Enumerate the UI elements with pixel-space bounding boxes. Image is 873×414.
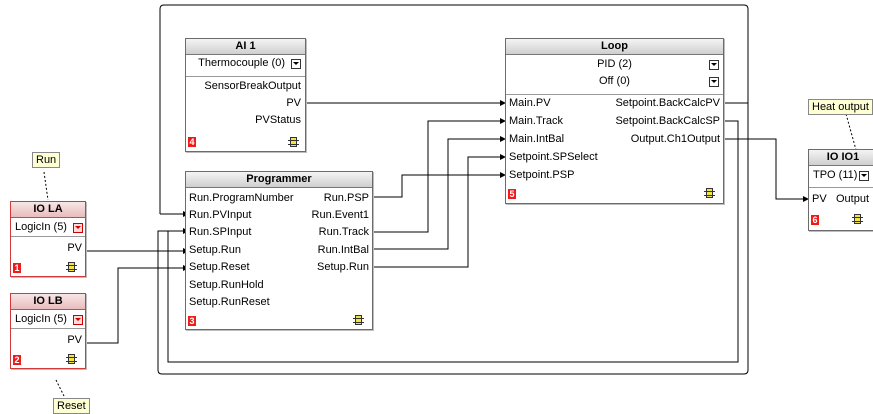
- loop-in-main-pv[interactable]: Main.PV: [509, 97, 551, 109]
- prog-out-intbal[interactable]: Run.IntBal: [317, 244, 369, 256]
- block-ai1[interactable]: AI 1 Thermocouple (0) SensorBreakOutput …: [185, 38, 306, 152]
- loop-in-main-intbal[interactable]: Main.IntBal: [509, 133, 565, 145]
- ai1-out-pvstatus[interactable]: PVStatus: [255, 114, 301, 126]
- iolb-selector-label: LogicIn (5): [15, 313, 67, 325]
- block-number-badge: 6: [811, 215, 819, 225]
- loop-out-backcalcpv[interactable]: Setpoint.BackCalcPV: [615, 97, 720, 109]
- wire-ch1output: [724, 138, 809, 202]
- ioio1-in-pv[interactable]: PV: [812, 193, 827, 205]
- wire-iolb-setupreset: [86, 265, 189, 344]
- prog-in-setup-run[interactable]: Setup.Run: [189, 244, 241, 256]
- prog-out-track[interactable]: Run.Track: [318, 226, 369, 238]
- iolb-title: IO LB: [11, 294, 85, 310]
- iolb-out-pv[interactable]: PV: [67, 334, 82, 346]
- loop-in-main-track[interactable]: Main.Track: [509, 115, 563, 127]
- loop-selector-1-label: PID (2): [597, 58, 632, 70]
- loop-selector-2-label: Off (0): [599, 75, 630, 87]
- note-heat-output[interactable]: Heat output: [808, 99, 873, 115]
- block-programmer[interactable]: Programmer Run.ProgramNumber Run.PVInput…: [185, 171, 373, 330]
- wire-psp: [373, 172, 506, 198]
- wire-backcalcsp: [167, 120, 739, 363]
- block-io-io1[interactable]: IO IO1 TPO (11) PV Output 6: [808, 149, 873, 231]
- wire-spselect: [373, 154, 506, 268]
- prog-out-event1[interactable]: Run.Event1: [311, 209, 369, 221]
- iola-selector-label: LogicIn (5): [15, 221, 67, 233]
- prog-in-spinput[interactable]: Run.SPInput: [189, 226, 252, 238]
- dropdown-arrow-icon[interactable]: [291, 59, 301, 69]
- ai1-out-pv[interactable]: PV: [286, 97, 301, 109]
- iola-title: IO LA: [11, 202, 85, 218]
- dropdown-arrow-icon[interactable]: [73, 315, 83, 325]
- prog-in-pvinput[interactable]: Run.PVInput: [189, 209, 252, 221]
- ioio1-selector-label: TPO (11): [813, 169, 858, 181]
- dropdown-arrow-icon[interactable]: [709, 77, 719, 87]
- wire-feedback-loop: [157, 4, 749, 375]
- programmer-title: Programmer: [186, 172, 372, 188]
- ai1-out-sensorbreak[interactable]: SensorBreakOutput: [204, 80, 301, 92]
- loop-title: Loop: [506, 39, 723, 55]
- ioio1-selector[interactable]: TPO (11): [809, 167, 873, 184]
- module-icon: [353, 315, 364, 325]
- block-number-badge: 3: [188, 316, 196, 326]
- ai1-title: AI 1: [186, 39, 305, 55]
- iolb-selector[interactable]: LogicIn (5): [11, 311, 85, 329]
- module-icon: [704, 188, 715, 198]
- loop-selector-2[interactable]: Off (0): [506, 73, 723, 90]
- prog-out-psp[interactable]: Run.PSP: [323, 192, 369, 204]
- dropdown-arrow-icon[interactable]: [859, 171, 869, 181]
- loop-in-spselect[interactable]: Setpoint.SPSelect: [509, 151, 598, 163]
- block-io-la[interactable]: IO LA LogicIn (5) PV 1: [10, 201, 86, 277]
- block-number-badge: 5: [508, 189, 516, 199]
- module-icon: [66, 262, 77, 272]
- loop-out-ch1output[interactable]: Output.Ch1Output: [630, 133, 720, 145]
- ai1-selector[interactable]: Thermocouple (0): [186, 55, 305, 72]
- module-icon: [288, 137, 299, 147]
- loop-in-psp[interactable]: Setpoint.PSP: [509, 169, 575, 181]
- note-link-run: [43, 171, 49, 201]
- block-number-badge: 4: [188, 137, 196, 147]
- note-reset[interactable]: Reset: [53, 398, 90, 414]
- ai1-selector-label: Thermocouple (0): [198, 57, 285, 69]
- prog-in-programnumber[interactable]: Run.ProgramNumber: [189, 192, 294, 204]
- module-icon: [852, 214, 863, 224]
- wire-track: [373, 118, 506, 233]
- prog-out-setup-run[interactable]: Setup.Run: [317, 261, 369, 273]
- iola-selector[interactable]: LogicIn (5): [11, 219, 85, 237]
- iola-out-pv[interactable]: PV: [67, 242, 82, 254]
- note-link-reset: [55, 379, 65, 397]
- dropdown-arrow-icon[interactable]: [709, 60, 719, 70]
- block-number-badge: 2: [13, 355, 21, 365]
- note-run[interactable]: Run: [32, 152, 61, 168]
- wire-intbal: [373, 136, 506, 250]
- dropdown-arrow-icon[interactable]: [73, 223, 83, 233]
- block-loop[interactable]: Loop PID (2) Off (0) Main.PV Main.Track …: [505, 38, 724, 204]
- loop-out-backcalcsp[interactable]: Setpoint.BackCalcSP: [615, 115, 720, 127]
- ioio1-out-output[interactable]: Output: [836, 193, 870, 205]
- module-icon: [66, 354, 77, 364]
- prog-in-setup-runreset[interactable]: Setup.RunReset: [189, 296, 270, 308]
- prog-in-setup-reset[interactable]: Setup.Reset: [189, 261, 250, 273]
- prog-in-setup-runhold[interactable]: Setup.RunHold: [189, 279, 264, 291]
- block-io-lb[interactable]: IO LB LogicIn (5) PV 2: [10, 293, 86, 369]
- ioio1-title: IO IO1: [809, 150, 873, 166]
- block-number-badge: 1: [13, 263, 21, 273]
- loop-selector-1[interactable]: PID (2): [506, 56, 723, 73]
